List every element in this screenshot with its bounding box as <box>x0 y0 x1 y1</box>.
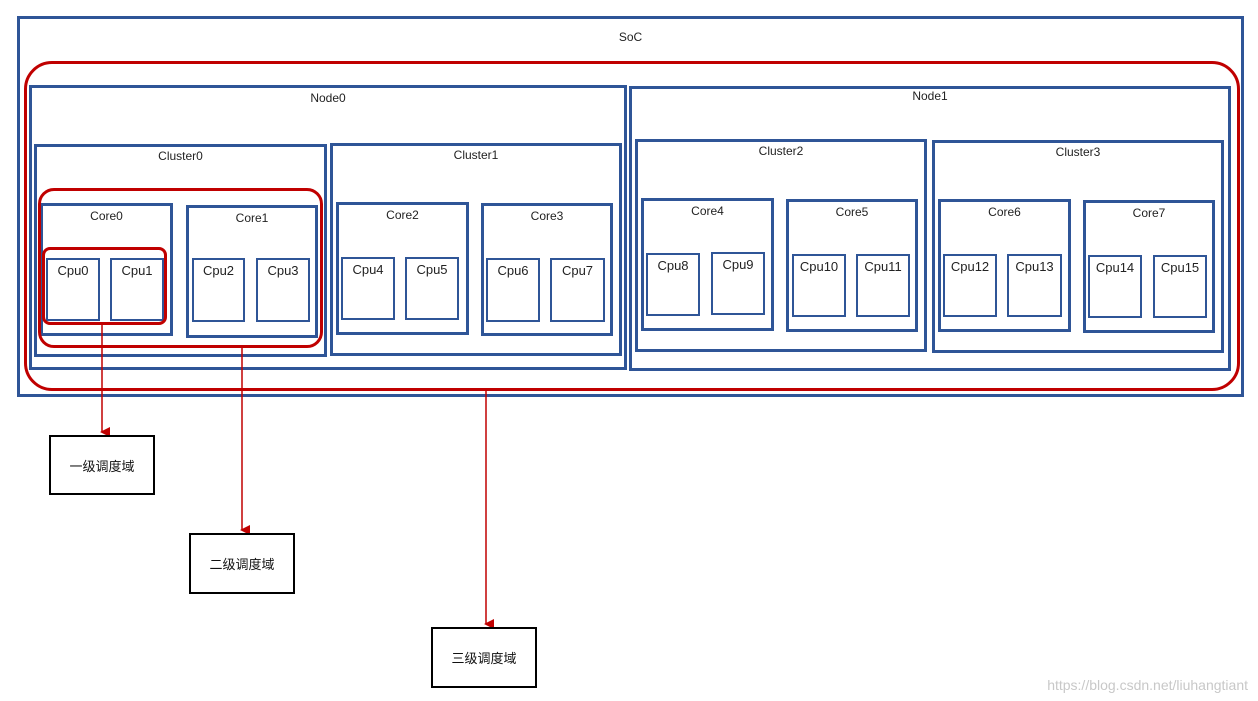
core7-box: Core7 <box>1083 200 1215 333</box>
cpu13-box: Cpu13 <box>1007 254 1062 317</box>
core0-label: Core0 <box>90 209 123 223</box>
cpu7-label: Cpu7 <box>561 263 594 278</box>
cpu6-label: Cpu6 <box>497 263 529 278</box>
cpu10-box: Cpu10 <box>792 254 846 317</box>
level2-domain-outline <box>38 188 323 348</box>
cpu1-label: Cpu1 <box>121 263 153 278</box>
node1-box: Node1 <box>629 86 1231 371</box>
core4-label: Core4 <box>691 204 724 218</box>
cluster2-box: Cluster2 <box>635 139 927 352</box>
cpu12-label: Cpu12 <box>950 259 990 274</box>
cpu10-label: Cpu10 <box>799 259 839 274</box>
cpu5-label: Cpu5 <box>416 262 448 277</box>
soc-label: SoC <box>618 30 643 44</box>
cpu15-label: Cpu15 <box>1160 260 1200 275</box>
cluster1-label: Cluster1 <box>453 148 499 162</box>
watermark: https://blog.csdn.net/liuhangtiant <box>1047 677 1248 693</box>
core1-box: Core1 <box>186 205 318 338</box>
core3-label: Core3 <box>530 209 564 223</box>
cpu0-label: Cpu0 <box>57 263 89 278</box>
core5-box: Core5 <box>786 199 918 332</box>
core6-box: Core6 <box>938 199 1071 332</box>
core4-box: Core4 <box>641 198 774 331</box>
core1-label: Core1 <box>235 211 269 225</box>
cpu8-label: Cpu8 <box>657 258 689 273</box>
cpu3-box: Cpu3 <box>256 258 310 322</box>
level2-domain-box: 二级调度域 <box>189 533 295 594</box>
cpu11-box: Cpu11 <box>856 254 910 317</box>
level3-domain-outline <box>24 61 1240 391</box>
cluster3-label: Cluster3 <box>1055 145 1101 159</box>
cpu4-label: Cpu4 <box>352 262 384 277</box>
core2-label: Core2 <box>386 208 419 222</box>
core0-box: Core0 <box>40 203 173 336</box>
cpu6-box: Cpu6 <box>486 258 540 322</box>
level1-domain-outline <box>42 247 167 325</box>
cpu8-box: Cpu8 <box>646 253 700 316</box>
cluster1-box: Cluster1 <box>330 143 622 356</box>
node1-label: Node1 <box>912 89 948 103</box>
level1-domain-box: 一级调度域 <box>49 435 155 495</box>
cpu3-label: Cpu3 <box>267 263 299 278</box>
cpu0-box: Cpu0 <box>46 258 100 321</box>
cpu11-label: Cpu11 <box>864 259 902 274</box>
core2-box: Core2 <box>336 202 469 335</box>
core7-label: Core7 <box>1132 206 1166 220</box>
cpu7-box: Cpu7 <box>550 258 605 322</box>
core6-label: Core6 <box>988 205 1021 219</box>
cpu2-label: Cpu2 <box>202 263 235 278</box>
cpu9-box: Cpu9 <box>711 252 765 315</box>
node0-box: Node0 <box>29 85 627 370</box>
cpu14-box: Cpu14 <box>1088 255 1142 318</box>
cpu4-box: Cpu4 <box>341 257 395 320</box>
core3-box: Core3 <box>481 203 613 336</box>
cpu14-label: Cpu14 <box>1095 260 1135 275</box>
cpu1-box: Cpu1 <box>110 258 164 321</box>
cluster2-label: Cluster2 <box>758 144 804 158</box>
cpu9-label: Cpu9 <box>722 257 754 272</box>
node0-label: Node0 <box>310 91 346 105</box>
core5-label: Core5 <box>835 205 869 219</box>
level3-domain-box: 三级调度域 <box>431 627 537 688</box>
cpu2-box: Cpu2 <box>192 258 245 322</box>
cluster0-box: Cluster0 <box>34 144 327 357</box>
cluster0-label: Cluster0 <box>158 149 203 163</box>
cpu12-box: Cpu12 <box>943 254 997 317</box>
cluster3-box: Cluster3 <box>932 140 1224 353</box>
soc-box: SoC <box>17 16 1244 397</box>
cpu13-label: Cpu13 <box>1015 259 1054 274</box>
cpu15-box: Cpu15 <box>1153 255 1207 318</box>
cpu5-box: Cpu5 <box>405 257 459 320</box>
